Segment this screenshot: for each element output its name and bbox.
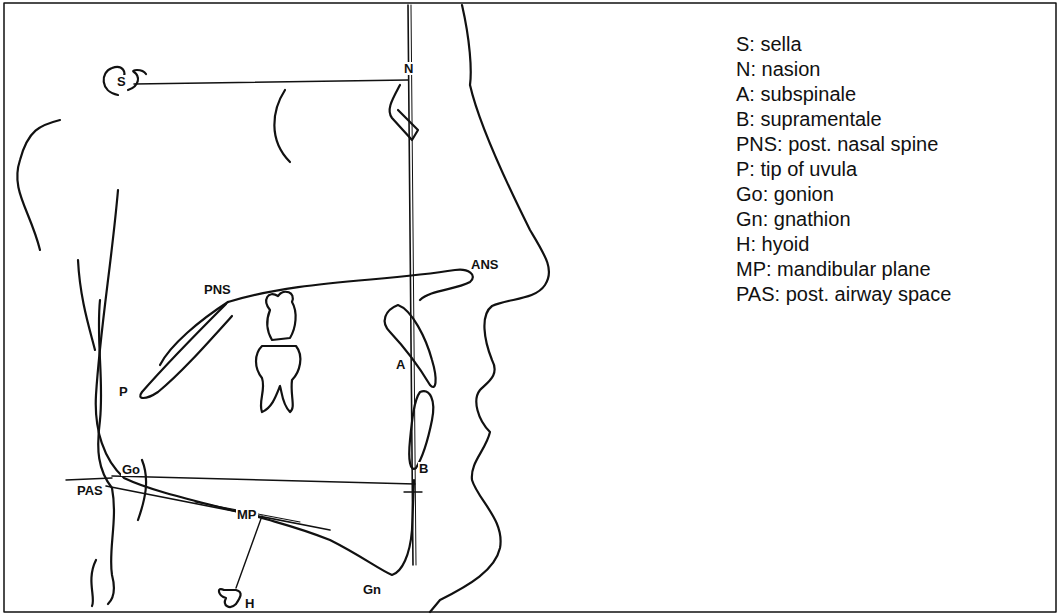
palatal-plane [228, 270, 473, 302]
point-label: PNS [203, 283, 232, 296]
orbit [274, 90, 290, 162]
point-label: N [403, 62, 414, 75]
upper-molar [266, 292, 295, 340]
key-entry: P: tip of uvula [736, 159, 857, 179]
b-point-tick [404, 491, 422, 492]
point-label: MP [236, 508, 258, 521]
key-entry: S: sella [736, 34, 802, 54]
go-b-line [112, 476, 415, 484]
key-entry: PNS: post. nasal spine [736, 134, 938, 154]
point-label: PAS [76, 484, 104, 497]
point-label: Go [121, 463, 141, 476]
key-entry: Go: gonion [736, 184, 834, 204]
hyoid-distance-line [236, 516, 262, 588]
mandible [96, 190, 414, 575]
point-label: A [395, 358, 406, 371]
point-label: S [116, 75, 127, 88]
key-entry: H: hyoid [736, 234, 809, 254]
key-entry: Gn: gnathion [736, 209, 851, 229]
pas-line [66, 478, 112, 480]
soft-tissue-profile [430, 5, 549, 612]
point-label: ANS [470, 258, 499, 271]
key-entry: A: subspinale [736, 84, 856, 104]
key-entry: MP: mandibular plane [736, 259, 931, 279]
sn-line [134, 80, 408, 84]
key-entry: PAS: post. airway space [736, 284, 951, 304]
pharyngeal-wall [98, 300, 114, 604]
soft-palate [140, 304, 232, 398]
point-label: H [244, 597, 255, 610]
upper-incisor [385, 305, 436, 387]
lower-molar [256, 346, 300, 412]
lower-incisor [409, 391, 433, 469]
key-entry: N: nasion [736, 59, 821, 79]
pharyngeal-wall [91, 560, 96, 606]
frame [4, 3, 1056, 612]
occipital-contour [17, 120, 60, 250]
key-entry: B: supramentale [736, 109, 882, 129]
sella-outline [104, 67, 146, 95]
nasal-bone [390, 85, 418, 140]
point-label: Gn [362, 583, 382, 596]
mandibular-plane [195, 502, 300, 522]
cervical-contour [78, 260, 95, 350]
point-label: B [418, 462, 429, 475]
mandibular-plane [106, 486, 330, 530]
hyoid-bone [219, 589, 241, 607]
point-label: P [118, 385, 129, 398]
